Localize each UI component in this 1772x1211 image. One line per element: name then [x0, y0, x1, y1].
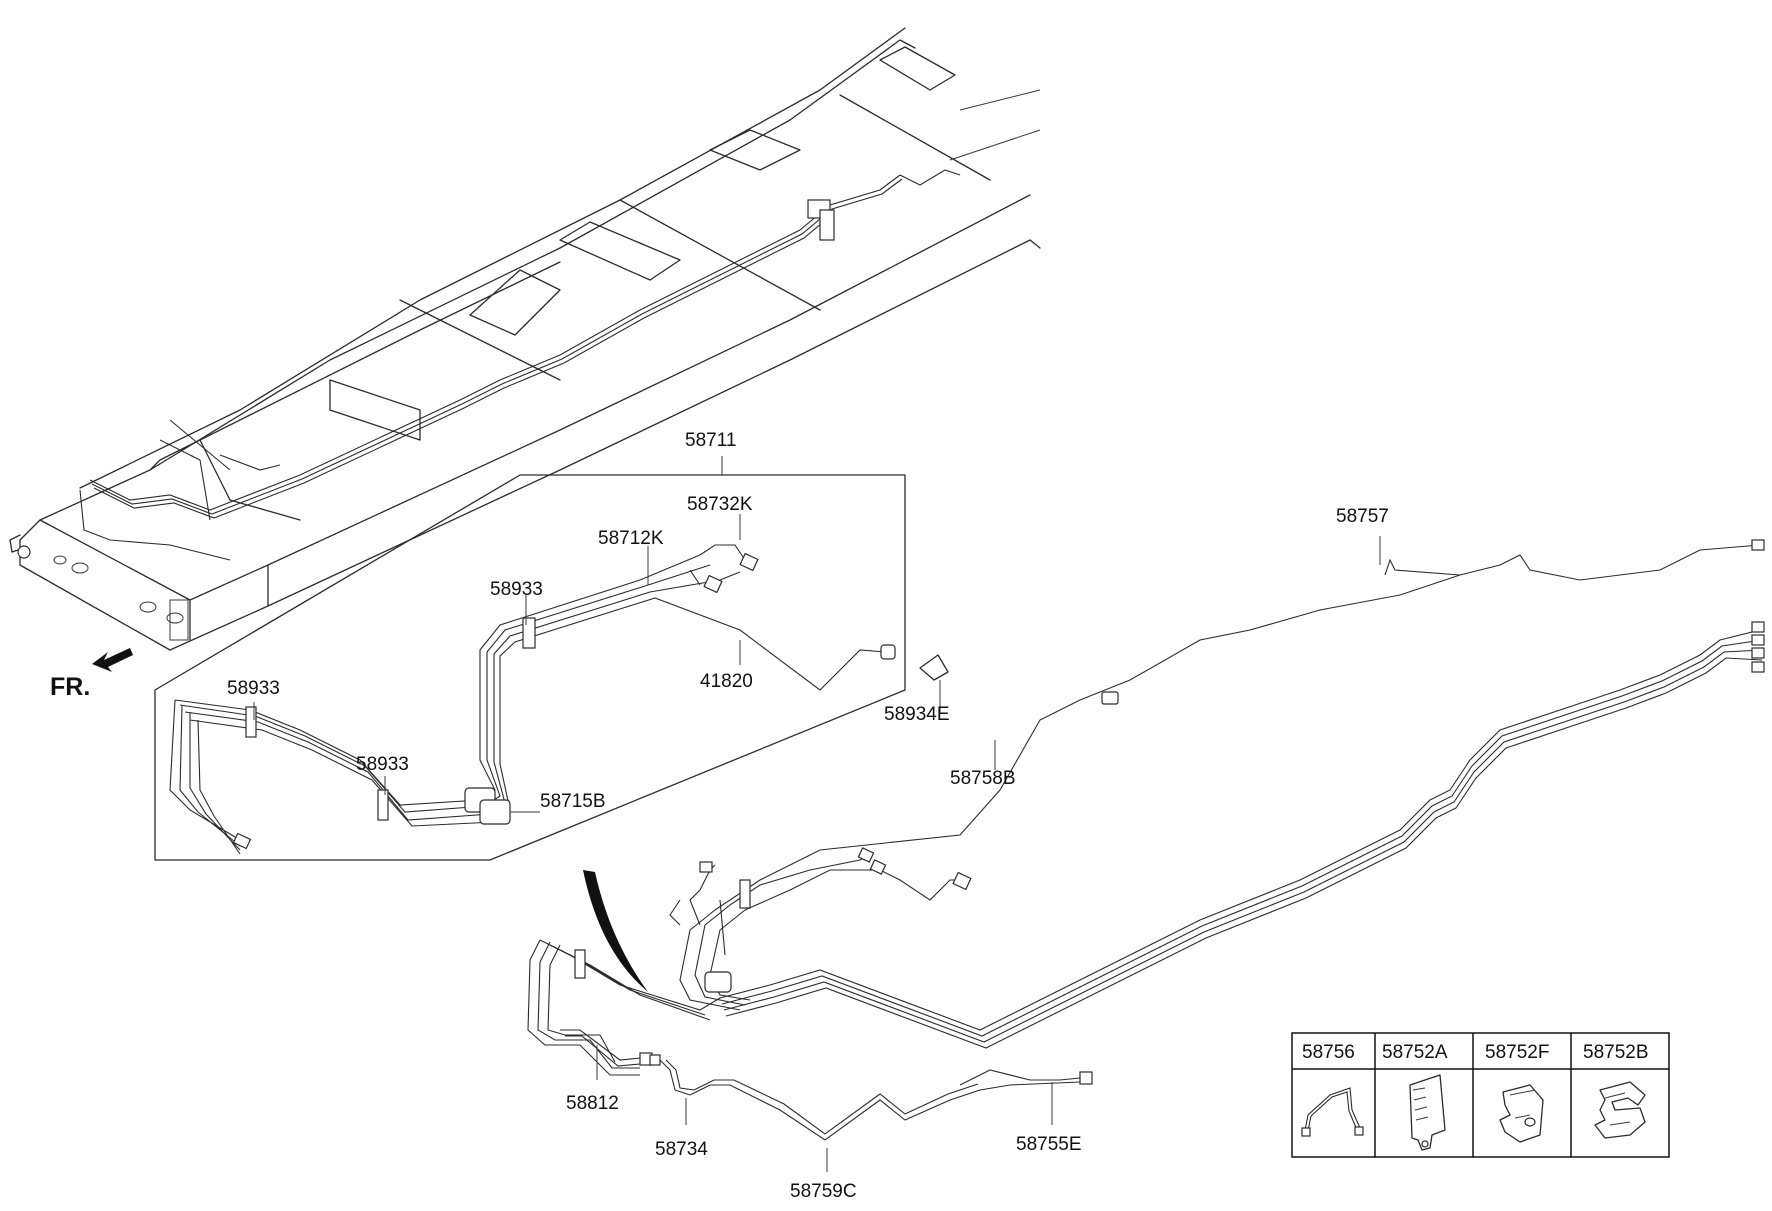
callout-58933-top: 58933 — [490, 579, 543, 600]
callout-58758B: 58758B — [950, 768, 1016, 789]
callout-58711: 58711 — [685, 430, 736, 451]
double-clip-icon — [1594, 1081, 1646, 1139]
table-header-58752A: 58752A — [1382, 1042, 1448, 1063]
table-header-58756: 58756 — [1302, 1042, 1355, 1063]
callout-58755E: 58755E — [1016, 1134, 1082, 1155]
brake-line-assembly — [527, 536, 1765, 1172]
clip-58934E — [919, 654, 949, 712]
parts-table: 58756 58752A 58752F 58752B — [1291, 1032, 1670, 1158]
callout-58734: 58734 — [655, 1139, 708, 1160]
detail-callout-box — [154, 456, 906, 861]
callout-58759C: 58759C — [790, 1181, 857, 1202]
front-label: FR. — [50, 673, 90, 701]
part-callouts: 58711 58732K 58712K 58933 58933 58933 41… — [227, 430, 1389, 1202]
table-header-58752B: 58752B — [1583, 1042, 1649, 1063]
callout-58812: 58812 — [566, 1093, 619, 1114]
callout-58933-left: 58933 — [227, 678, 280, 699]
callout-58712K: 58712K — [598, 528, 664, 549]
callout-58732K: 58732K — [687, 494, 753, 515]
callout-58715B: 58715B — [540, 791, 606, 812]
detail-pointer-arrow — [583, 870, 648, 992]
callout-58934E: 58934E — [884, 704, 950, 725]
front-direction-indicator: FR. — [50, 648, 133, 701]
brake-tube-icon — [1301, 1087, 1364, 1137]
table-header-58752F: 58752F — [1485, 1042, 1549, 1063]
single-clip-icon — [1499, 1084, 1544, 1143]
callout-58757: 58757 — [1336, 506, 1389, 527]
callout-41820: 41820 — [700, 671, 753, 692]
callout-58933-middle: 58933 — [356, 754, 409, 775]
brake-tube-bundle — [169, 544, 896, 855]
vehicle-frame — [9, 27, 1041, 651]
multi-clip-icon — [1409, 1074, 1446, 1151]
